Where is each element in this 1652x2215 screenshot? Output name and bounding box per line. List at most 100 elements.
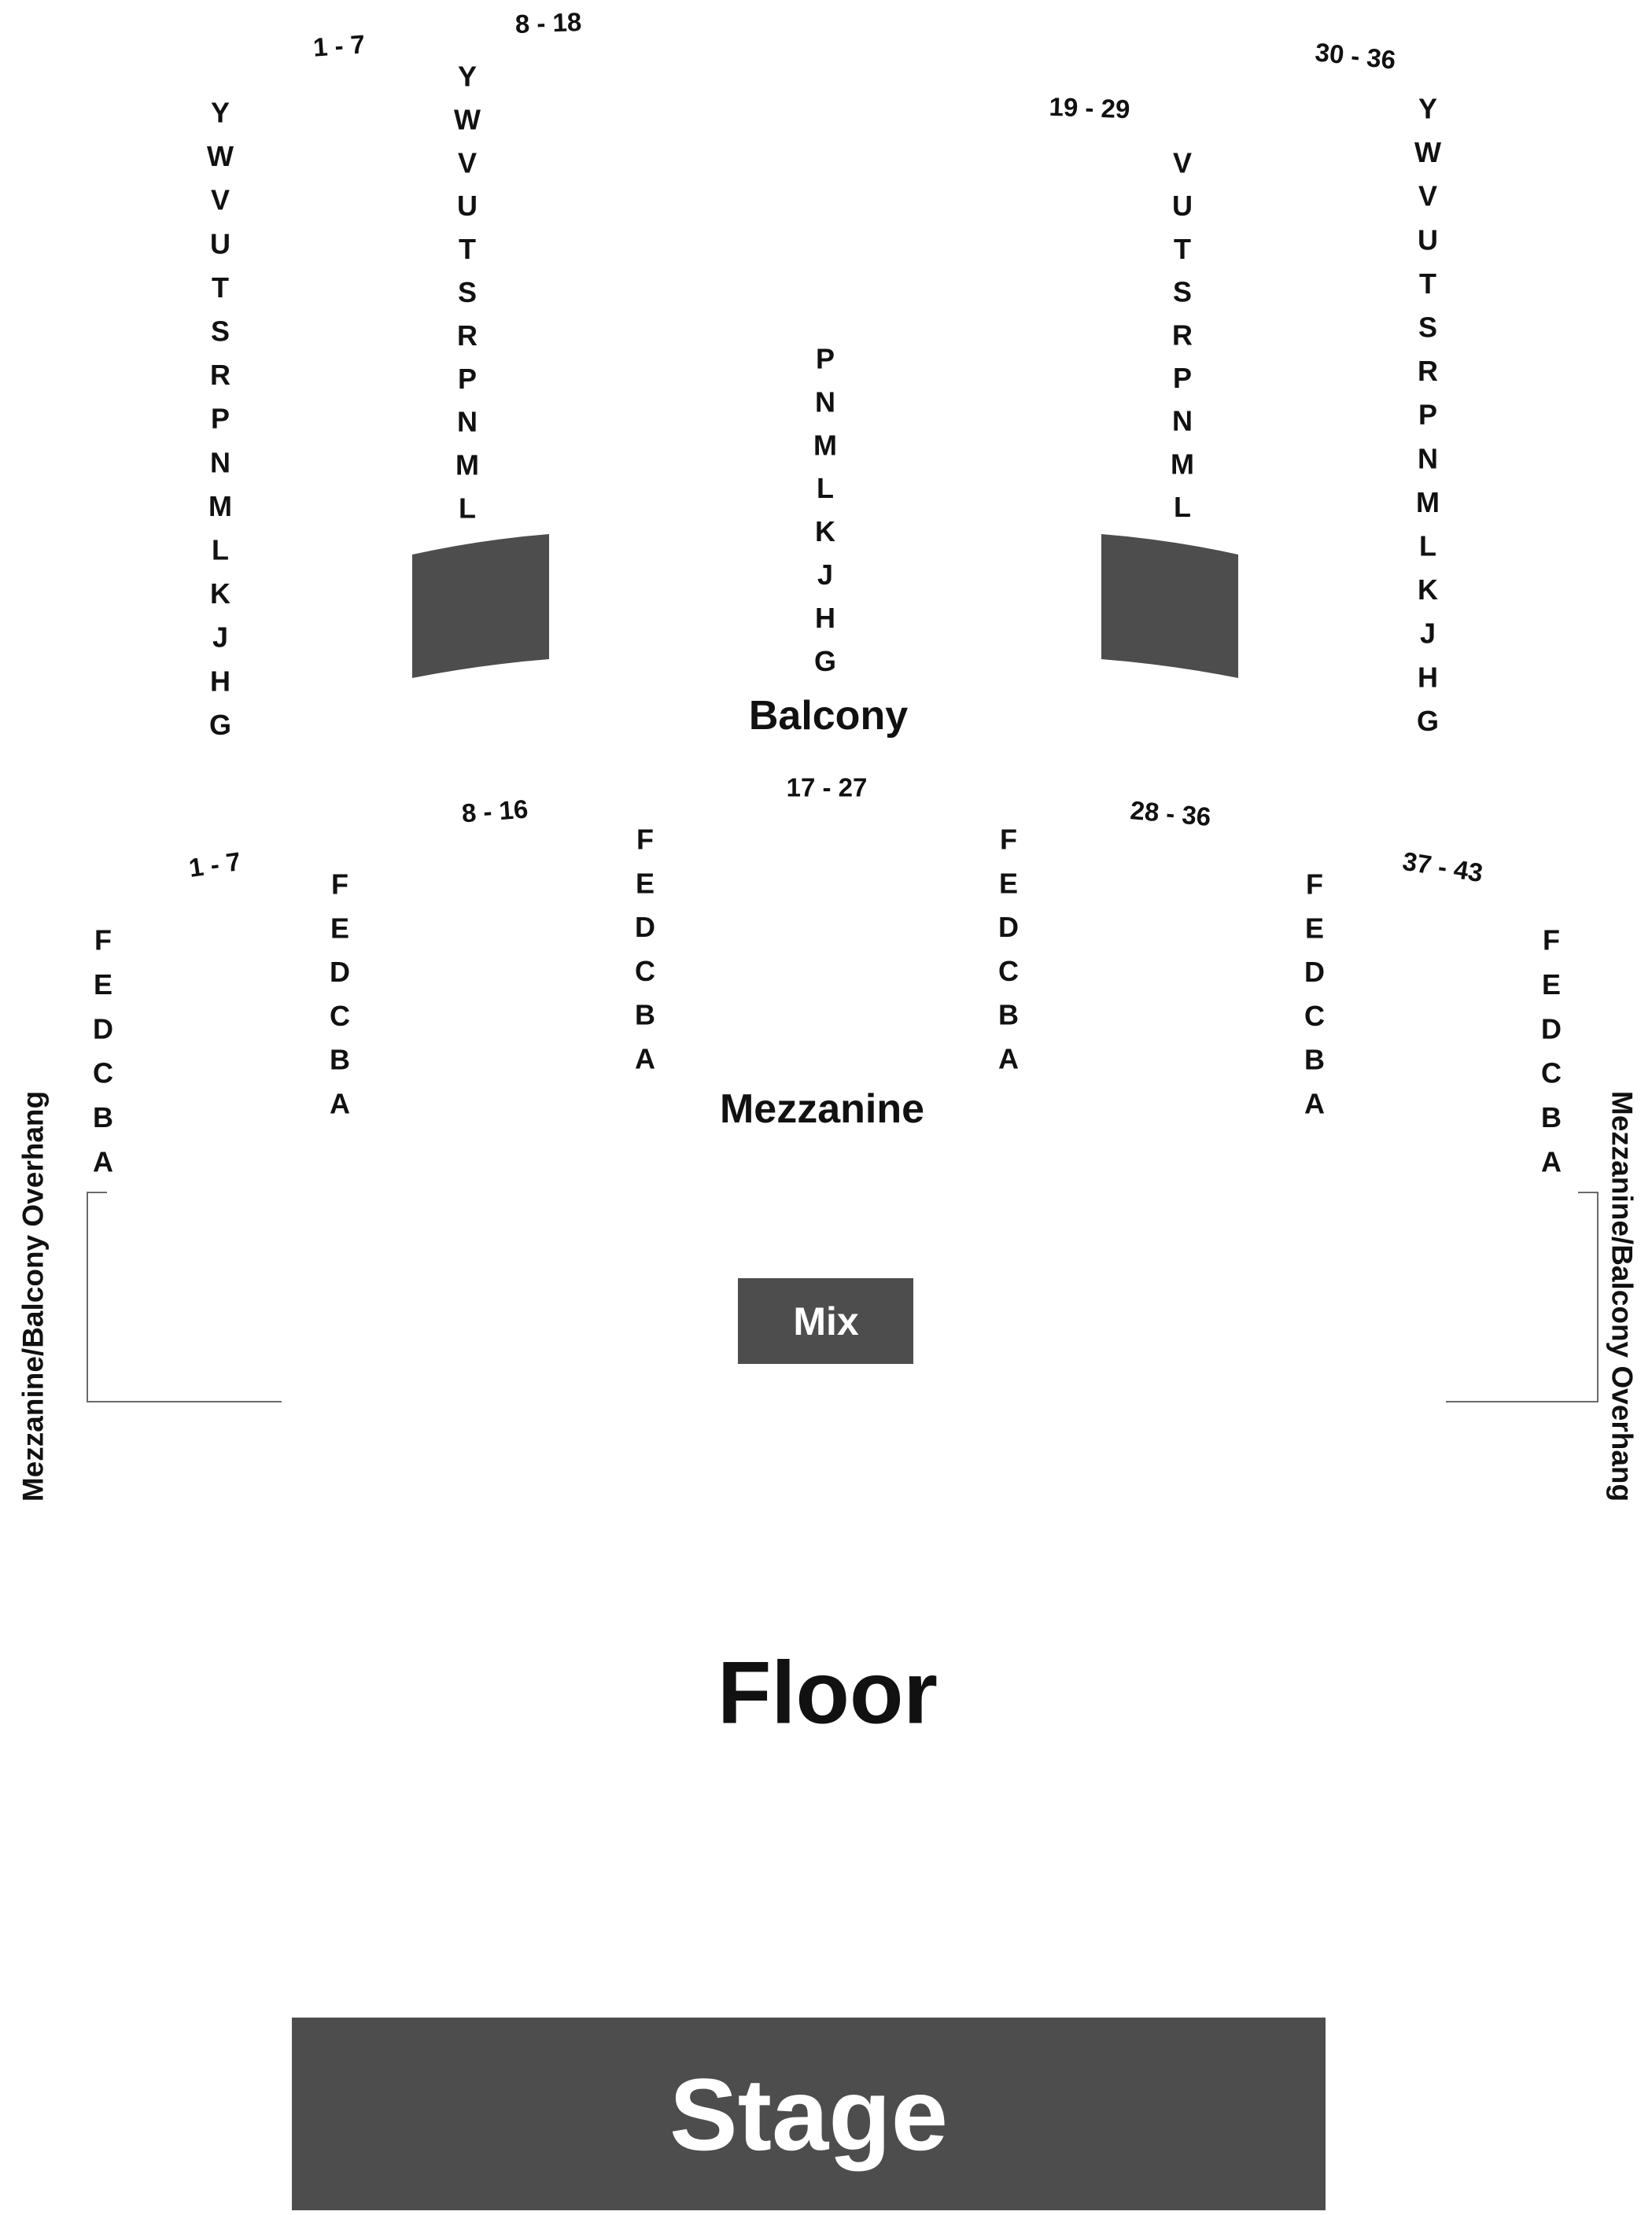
mezzanine-seat-range: 28 - 36: [1129, 795, 1212, 831]
mezzanine-row-label: D: [1304, 956, 1325, 988]
balcony-row-label: R: [1418, 355, 1438, 387]
balcony-row-label: U: [457, 190, 478, 222]
balcony-row-label: U: [1172, 190, 1193, 222]
balcony-row-label: W: [207, 140, 234, 172]
mezzanine-row-label: E: [1305, 912, 1324, 944]
mezzanine-row-label: C: [1304, 1000, 1325, 1032]
balcony-row-label: H: [815, 602, 835, 634]
balcony-seat-range: 30 - 36: [1314, 37, 1397, 75]
balcony-row-label: M: [1171, 448, 1194, 480]
balcony-row-label: H: [210, 665, 230, 697]
balcony-row-label: P: [1173, 362, 1192, 394]
mezzanine-row-label: C: [635, 955, 655, 987]
balcony-row-label: M: [813, 429, 837, 461]
stage-label: Stage: [669, 2057, 948, 2172]
mezzanine-row-label: E: [330, 912, 349, 944]
mezzanine-row-label: B: [1304, 1044, 1325, 1076]
balcony-row-label: K: [815, 515, 835, 547]
mezzanine-label: Mezzanine: [720, 1086, 924, 1132]
mix-block[interactable]: [738, 1278, 913, 1364]
balcony-row-label: U: [1418, 223, 1438, 256]
balcony-row-label: R: [210, 359, 230, 391]
balcony-row-label: K: [210, 577, 230, 610]
balcony-row-label: Y: [211, 97, 230, 129]
balcony-row-label: J: [212, 621, 228, 654]
balcony-row-label: S: [1418, 311, 1437, 344]
balcony-row-label: R: [1172, 319, 1193, 351]
balcony-row-label: N: [457, 406, 478, 438]
balcony-row-label: G: [1417, 705, 1439, 737]
balcony-row-label: G: [209, 709, 231, 741]
mezzanine-row-label: A: [998, 1043, 1019, 1075]
balcony-row-label: V: [1173, 147, 1192, 179]
balcony-row-label: L: [212, 534, 229, 566]
mezzanine-row-label: E: [94, 968, 112, 1001]
mezzanine-row-label: E: [636, 867, 655, 899]
balcony-row-label: L: [1174, 491, 1191, 523]
balcony-seat-range: 19 - 29: [1049, 92, 1130, 124]
mezzanine-row-label: C: [1541, 1057, 1562, 1089]
mezzanine-row-label: C: [93, 1057, 113, 1089]
mezzanine-row-label: D: [93, 1012, 113, 1045]
overhang-label-left: Mezzanine/Balcony Overhang: [17, 1091, 50, 1502]
balcony-block-right[interactable]: [1101, 534, 1238, 678]
mezzanine-row-label: A: [93, 1146, 113, 1178]
balcony-row-label: N: [1418, 442, 1438, 474]
mezzanine-seat-range: 8 - 16: [461, 794, 529, 828]
mezzanine-row-label: F: [1000, 824, 1017, 856]
balcony-row-label: Y: [458, 61, 477, 93]
balcony-row-label: H: [1418, 661, 1438, 693]
balcony-row-label: P: [458, 363, 477, 395]
mezzanine-row-label: A: [635, 1043, 655, 1075]
balcony-row-label: V: [1418, 180, 1437, 212]
balcony-block-left[interactable]: [412, 534, 549, 678]
balcony-row-label: P: [211, 403, 230, 435]
mezzanine-row-label: B: [635, 999, 655, 1031]
balcony-row-label: U: [210, 227, 230, 260]
overhang-bracket-left: [87, 1192, 282, 1402]
balcony-row-label: K: [1418, 573, 1438, 606]
mezzanine-row-label: D: [1541, 1012, 1562, 1045]
balcony-row-label: Y: [1418, 93, 1437, 125]
mezzanine-row-label: B: [1541, 1101, 1562, 1133]
balcony-row-label: N: [815, 385, 835, 418]
mix-label: Mix: [793, 1299, 859, 1343]
mezzanine-row-label: E: [999, 867, 1018, 899]
mezzanine-row-label: F: [94, 924, 112, 956]
mezzanine-row-label: F: [636, 824, 654, 856]
mezzanine-row-label: F: [331, 868, 348, 901]
balcony-row-label: T: [212, 271, 229, 304]
balcony-row-label: S: [211, 315, 230, 348]
mezzanine-row-label: C: [998, 955, 1019, 987]
balcony-row-label: V: [458, 146, 477, 179]
mezzanine-seat-range: 17 - 27: [787, 773, 868, 802]
balcony-row-label: L: [1419, 530, 1436, 562]
overhang-bracket-right: [1446, 1192, 1599, 1402]
stage-block[interactable]: [292, 2018, 1326, 2210]
mezzanine-row-label: F: [1306, 868, 1323, 901]
balcony-row-label: T: [1419, 267, 1436, 300]
mezzanine-row-label: B: [330, 1044, 350, 1076]
mezzanine-row-label: D: [998, 911, 1019, 943]
balcony-row-label: J: [817, 558, 833, 591]
balcony-row-label: M: [1416, 486, 1440, 518]
mezzanine-row-label: B: [93, 1101, 113, 1133]
overhang-label-right: Mezzanine/Balcony Overhang: [1606, 1091, 1639, 1502]
balcony-row-label: T: [459, 233, 476, 265]
balcony-row-label: N: [210, 446, 230, 478]
balcony-row-label: G: [814, 645, 836, 677]
mezzanine-row-label: F: [1543, 924, 1560, 956]
mezzanine-row-label: B: [998, 999, 1019, 1031]
mezzanine-row-label: E: [1542, 968, 1561, 1001]
balcony-row-label: W: [1414, 136, 1441, 168]
balcony-row-label: T: [1174, 233, 1191, 265]
mezzanine-row-label: D: [330, 956, 350, 988]
balcony-seat-range: 1 - 7: [312, 29, 366, 62]
balcony-row-label: J: [1420, 617, 1436, 650]
balcony-row-label: S: [458, 276, 477, 308]
balcony-row-label: V: [211, 184, 230, 216]
mezzanine-row-label: C: [330, 1000, 350, 1032]
balcony-row-label: P: [816, 343, 835, 375]
